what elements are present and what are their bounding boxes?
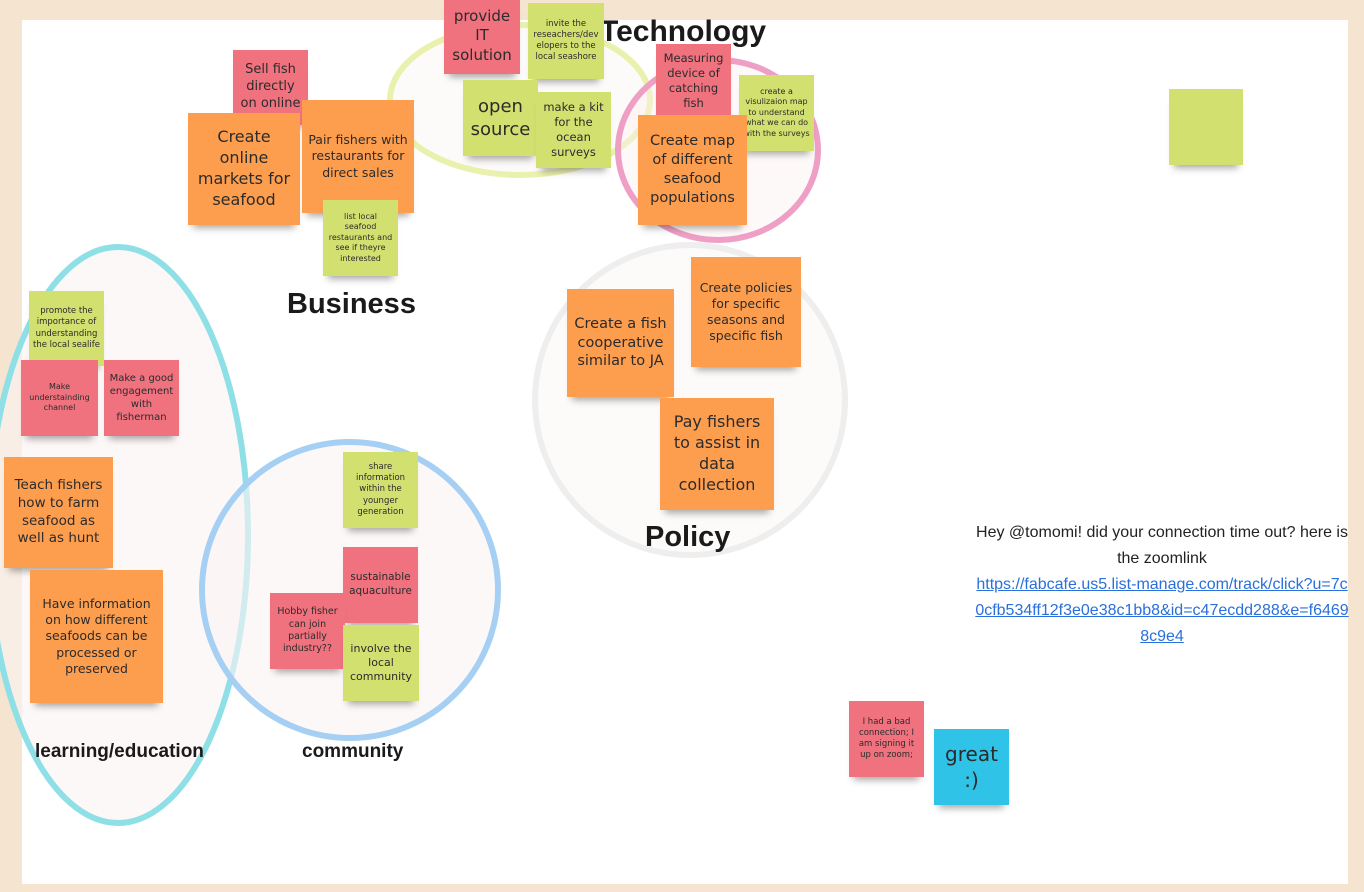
sticky-note[interactable]: create a visulizaion map to understand w… xyxy=(739,75,814,151)
sticky-note[interactable]: Teach fishers how to farm seafood as wel… xyxy=(4,457,113,568)
label-learning-education: learning/education xyxy=(35,741,204,762)
zoom-link[interactable]: https://fabcafe.us5.list-manage.com/trac… xyxy=(975,576,1349,645)
sticky-note[interactable]: Make a good engagement with fisherman xyxy=(104,360,179,436)
sticky-note[interactable]: Create a fish cooperative similar to JA xyxy=(567,289,674,397)
sticky-note[interactable]: Hobby fisher can join partially industry… xyxy=(270,593,345,669)
sticky-note[interactable]: open source xyxy=(463,80,538,156)
sticky-note[interactable]: I had a bad connection; I am signing it … xyxy=(849,701,924,777)
sticky-note-blank[interactable] xyxy=(1169,89,1243,165)
sticky-note[interactable]: promote the importance of understanding … xyxy=(29,291,104,366)
message-text: Hey @tomomi! did your connection time ou… xyxy=(976,524,1348,567)
sticky-note[interactable]: Create policies for specific seasons and… xyxy=(691,257,801,367)
sticky-note[interactable]: great :) xyxy=(934,729,1009,805)
label-business: Business xyxy=(287,288,416,320)
sticky-note[interactable]: Pay fishers to assist in data collection xyxy=(660,398,774,510)
sticky-note[interactable]: provide IT solution xyxy=(444,0,520,74)
sticky-note[interactable]: list local seafood restaurants and see i… xyxy=(323,200,398,276)
sticky-note[interactable]: invite the reseachers/developers to the … xyxy=(528,3,604,79)
sticky-note[interactable]: sustainable aquaculture xyxy=(343,547,418,623)
label-policy: Policy xyxy=(645,521,731,553)
sticky-note[interactable]: Sell fish directly on online xyxy=(233,50,308,125)
sticky-note[interactable]: Create map of different seafood populati… xyxy=(638,115,747,225)
sticky-note[interactable]: Have information on how different seafoo… xyxy=(30,570,163,703)
sticky-note[interactable]: share information within the younger gen… xyxy=(343,452,418,528)
sticky-note[interactable]: involve the local community xyxy=(343,625,419,701)
label-technology: Technology xyxy=(600,15,767,48)
sticky-note[interactable]: Make understainding channel xyxy=(21,360,98,436)
chat-message-text-box[interactable]: Hey @tomomi! did your connection time ou… xyxy=(972,520,1352,650)
sticky-note[interactable]: make a kit for the ocean surveys xyxy=(536,92,611,168)
label-community: community xyxy=(302,741,404,762)
sticky-note[interactable]: Pair fishers with restaurants for direct… xyxy=(302,100,414,213)
sticky-note[interactable]: Measuring device of catching fish xyxy=(656,44,731,118)
sticky-note[interactable]: Create online markets for seafood xyxy=(188,113,300,225)
